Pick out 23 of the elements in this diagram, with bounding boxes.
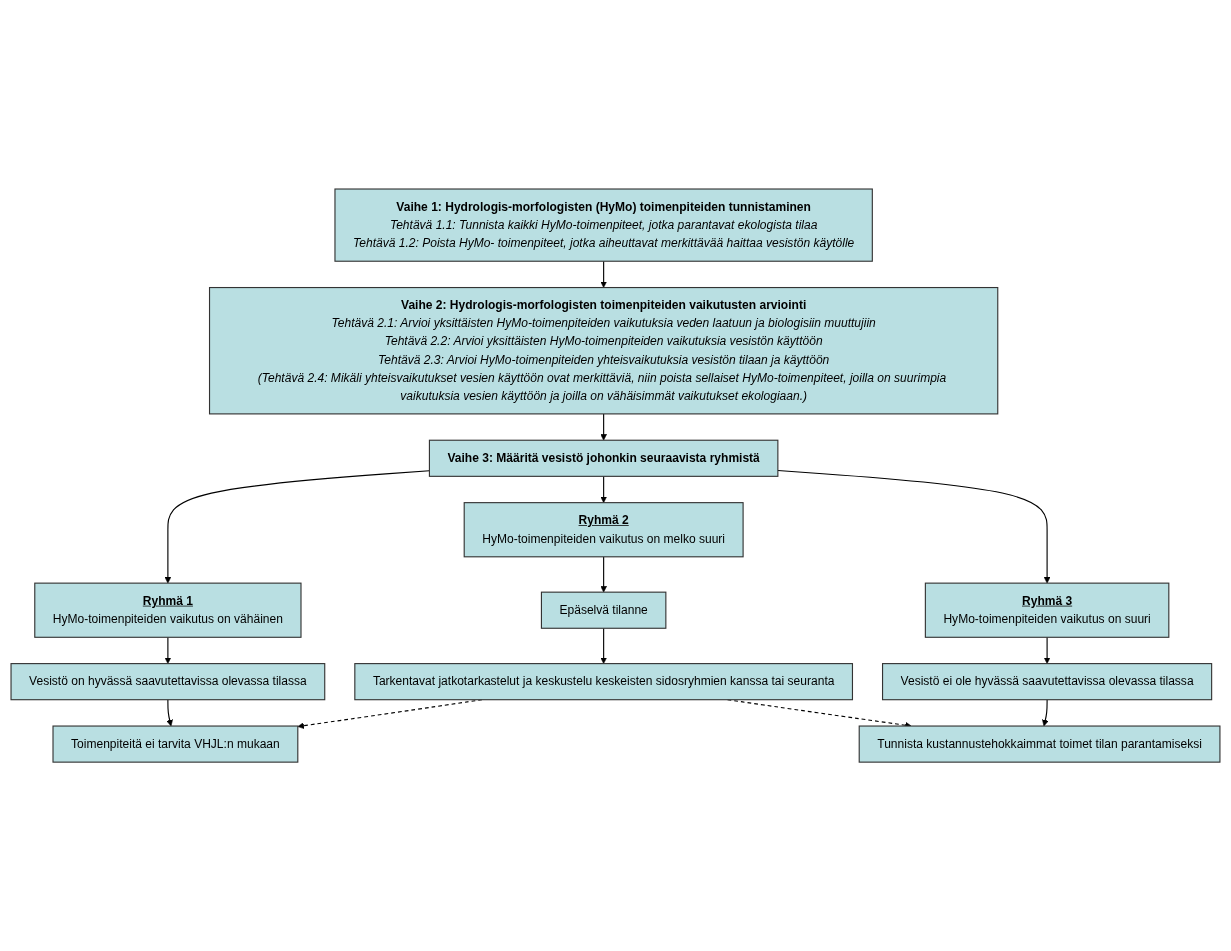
node-box: Tarkentavat jatkotarkastelut ja keskustelu keskeisten sidosryhmien kanssa tai seuranta	[354, 662, 854, 701]
node-box: Vesistö on hyvässä saavutettavissa olevassa tilassa	[10, 662, 326, 701]
node-box: Epäselvä tilanne	[540, 591, 667, 629]
arrow	[777, 469, 1051, 584]
node-box: Tunnista kustannustehokkaimmat toimet tilan parantamiseksi	[858, 725, 1221, 763]
node-box: Ryhmä 1 HyMo-toimenpiteiden vaikutus on vähäinen	[34, 582, 302, 638]
arrow	[600, 556, 607, 593]
node-box: Vaihe 3: Määritä vesistö johonkin seuraavista ryhmistä	[428, 439, 779, 477]
node-box: Ryhmä 3 HyMo-toimenpiteiden vaikutus on suuri	[924, 582, 1170, 638]
node-box: Ryhmä 2 HyMo-toimenpiteiden vaikutus on melko suuri	[463, 502, 744, 558]
arrow	[164, 636, 172, 664]
arrow	[1043, 636, 1051, 664]
node-box: Vaihe 2: Hydrologis-morfologisten toimenpiteiden vaikutusten arviointi Tehtävä 2.1: Arvioi yksittäisten HyMo-toimenpiteiden vaikutuksia veden laatuun ja biologisiin muuttujiin Tehtävä 2.2: Arvioi yksittäisten HyMo-toimenpiteiden vaikutuksia vesistön käyttöön Tehtävä 2.3: Arvioi HyMo-toimenpiteiden yhteisvaikutuksia vesistön tilaan ja käyttöön (Tehtävä 2.4: Mikäli yhteisvaikutukset vesien käyttöön ovat merkittäviä, niin poista sellaiset HyMo-toimenpiteet, joilla on suurimpia vaikutuksia vesien käyttöön ja joilla on vähäisimmät vaikutukset ekologiaan.)	[208, 286, 999, 415]
arrow	[600, 475, 607, 503]
arrow	[600, 627, 607, 664]
node-box: Vesistö ei ole hyvässä saavutettavissa olevassa tilassa	[882, 662, 1213, 701]
node-box: Toimenpiteitä ei tarvita VHJL:n mukaan	[52, 725, 299, 763]
node-box: Vaihe 1: Hydrologis-morfologisten (HyMo) toimenpiteiden tunnistaminen Tehtävä 1.1: Tunnista kaikki HyMo-toimenpiteet, jotka parantavat ekologista tilaa Tehtävä 1.2: Poista HyMo- toimenpiteet, jotka aiheuttavat merkittävää haittaa vesistön käytölle	[334, 188, 873, 262]
arrow	[166, 699, 173, 727]
arrow	[1042, 699, 1049, 727]
arrow	[600, 413, 607, 441]
arrow	[600, 260, 607, 288]
arrow	[164, 470, 430, 584]
